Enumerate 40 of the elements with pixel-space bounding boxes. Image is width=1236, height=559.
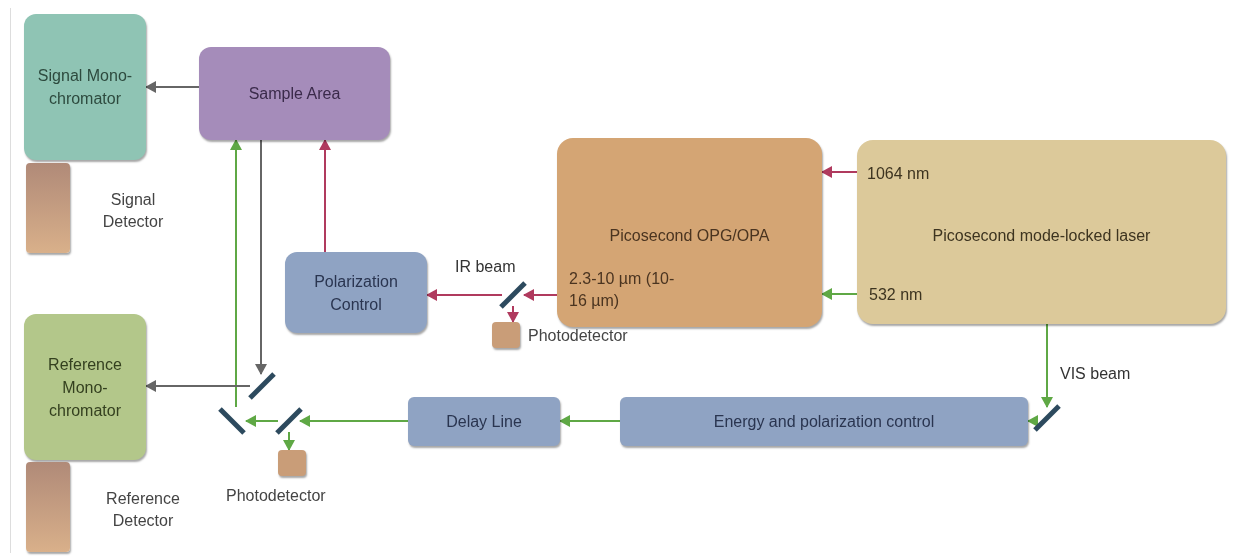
beam-arrow <box>245 415 279 427</box>
beam-arrow <box>426 289 503 301</box>
beam-arrow <box>145 81 200 93</box>
component-box <box>199 47 390 140</box>
component-box <box>408 397 560 446</box>
detector-label: Photodetector <box>226 486 326 506</box>
component-box <box>857 140 1226 324</box>
detector-label: Photodetector <box>528 326 628 346</box>
component-label: Sample Area <box>248 84 341 104</box>
beam-arrow <box>319 139 331 253</box>
beam-arrow <box>821 288 858 300</box>
beam-arrow <box>507 305 519 323</box>
component-label: Picosecond OPG/OPA <box>608 226 771 246</box>
component-label: 1064 nm <box>867 164 930 184</box>
component-label: Energy and polarization control <box>713 412 935 432</box>
component-box <box>557 138 822 327</box>
detector-label: Signal Detector <box>101 190 165 232</box>
component-label: 532 nm <box>869 285 923 305</box>
component-box <box>285 252 427 333</box>
beam-arrow <box>1041 323 1053 408</box>
component-label: 2.3-10 µm (10-16 µm) <box>569 269 676 311</box>
component-label: Delay Line <box>446 412 522 432</box>
detector-label: Reference Detector <box>105 489 181 531</box>
component-box <box>24 314 146 460</box>
component-label: Signal Mono-chromator <box>36 66 134 109</box>
beam-arrow <box>283 431 295 451</box>
beam-arrow <box>255 139 267 375</box>
component-label: Reference Mono-chromator <box>47 354 123 421</box>
beam-arrow <box>299 415 409 427</box>
beam-arrow <box>230 139 242 408</box>
beam-arrow <box>145 380 251 392</box>
component-box <box>24 14 146 160</box>
component-label: Polarization Control <box>313 271 399 315</box>
beam-arrow <box>821 166 858 178</box>
beam-arrow <box>1027 415 1038 427</box>
beam-label: IR beam <box>455 257 516 277</box>
beam-arrow <box>523 289 558 301</box>
beam-arrow <box>559 415 621 427</box>
component-box <box>620 397 1028 446</box>
component-label: Picosecond mode-locked laser <box>931 226 1152 246</box>
